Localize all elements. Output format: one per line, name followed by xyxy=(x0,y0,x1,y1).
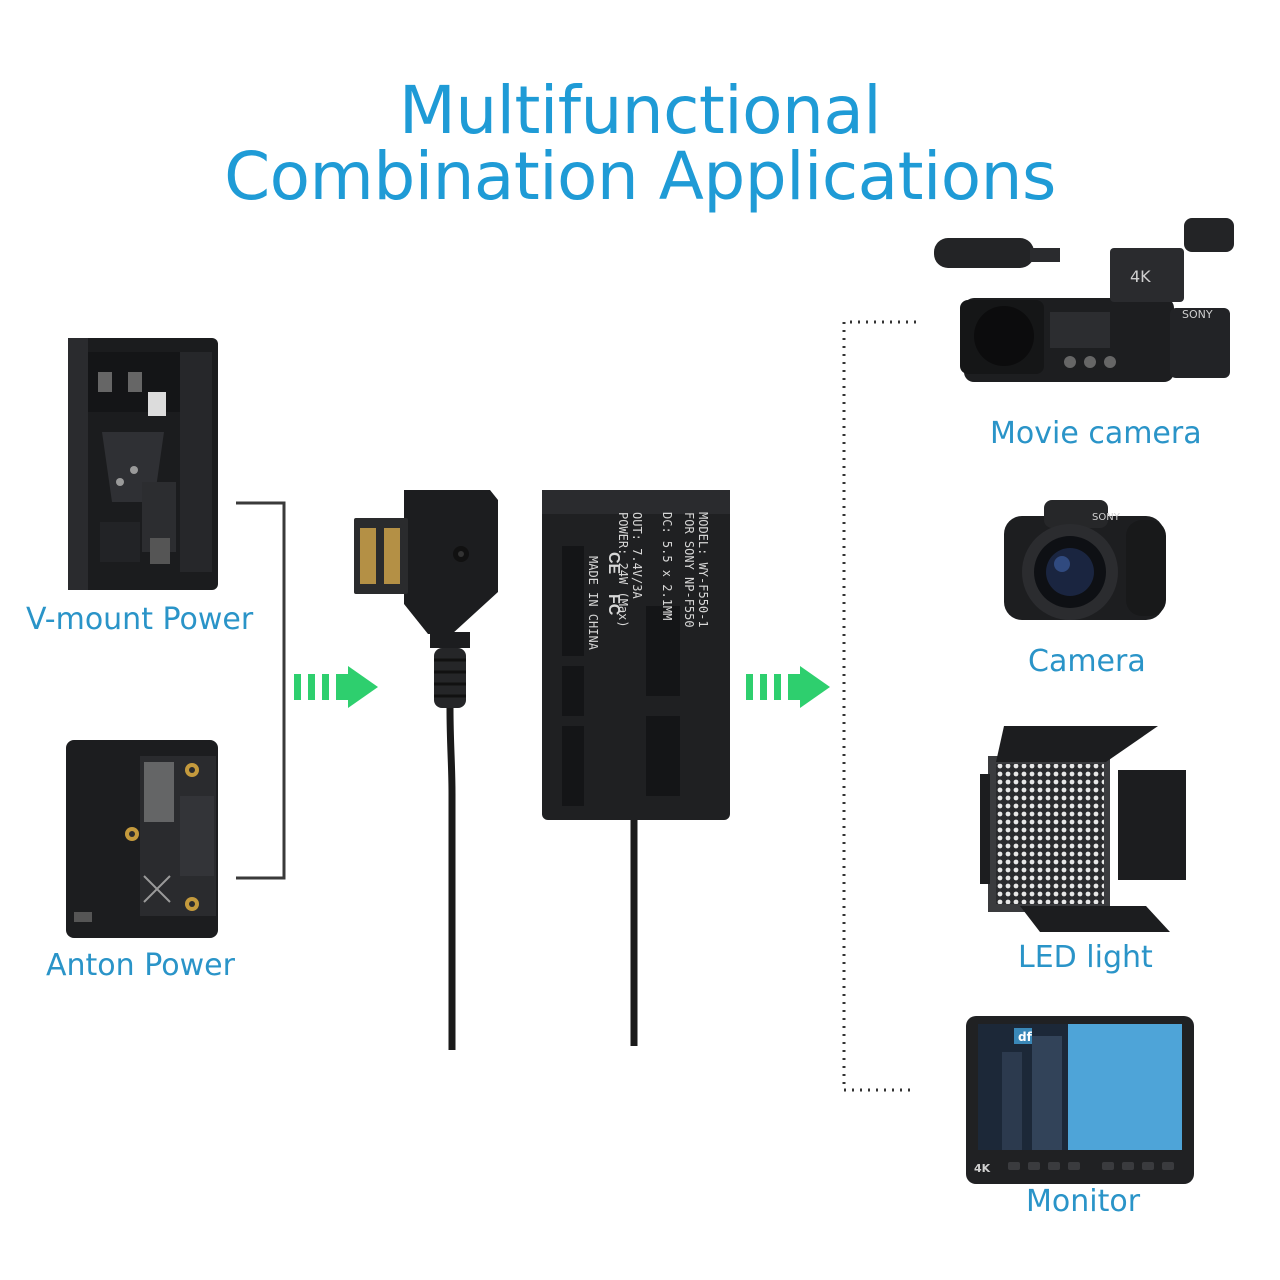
battery-dc-text: DC: 5.5 x 2.1MM xyxy=(660,512,674,621)
camcorder-brand-text: SONY xyxy=(1182,308,1213,321)
title-line-1: Multifunctional xyxy=(398,72,882,149)
v-mount-power-label: V-mount Power xyxy=(26,602,254,637)
anton-battery-icon xyxy=(66,740,218,938)
fc-mark: FC xyxy=(605,594,622,616)
led-panel-icon xyxy=(980,726,1186,932)
monitor-logo-text: df xyxy=(1018,1030,1033,1044)
d-tap-plug-icon xyxy=(354,490,498,1050)
v-mount-battery-icon xyxy=(68,338,218,590)
battery-for-text: FOR SONY NP-F550 xyxy=(682,512,696,628)
right-arrow-icon xyxy=(294,666,378,708)
battery-out-text: OUT: 7.4V/3A xyxy=(630,512,644,599)
battery-model-text: MODEL: WY-F550-1 xyxy=(696,512,710,628)
ce-mark: CE xyxy=(605,552,622,575)
camera-icon: SONY xyxy=(1004,500,1166,620)
device-bracket xyxy=(842,320,916,1092)
movie-camera-label: Movie camera xyxy=(990,416,1202,451)
monitor-4k-text: 4K xyxy=(974,1162,991,1175)
title-line-2: Combination Applications xyxy=(224,138,1056,215)
dummy-battery-icon xyxy=(542,490,730,1046)
anton-power-label: Anton Power xyxy=(46,948,235,983)
monitor-label: Monitor xyxy=(1026,1184,1141,1219)
battery-origin-text: MADE IN CHINA xyxy=(586,556,600,650)
source-bracket xyxy=(236,501,286,880)
led-light-label: LED light xyxy=(1018,940,1153,975)
camcorder-4k-text: 4K xyxy=(1130,267,1151,286)
right-arrow-icon xyxy=(746,666,830,708)
camera-label: Camera xyxy=(1028,644,1146,679)
camcorder-icon: 4K SONY xyxy=(934,218,1234,382)
camera-brand-text: SONY xyxy=(1092,512,1121,523)
monitor-icon: df 4K xyxy=(966,1016,1194,1184)
